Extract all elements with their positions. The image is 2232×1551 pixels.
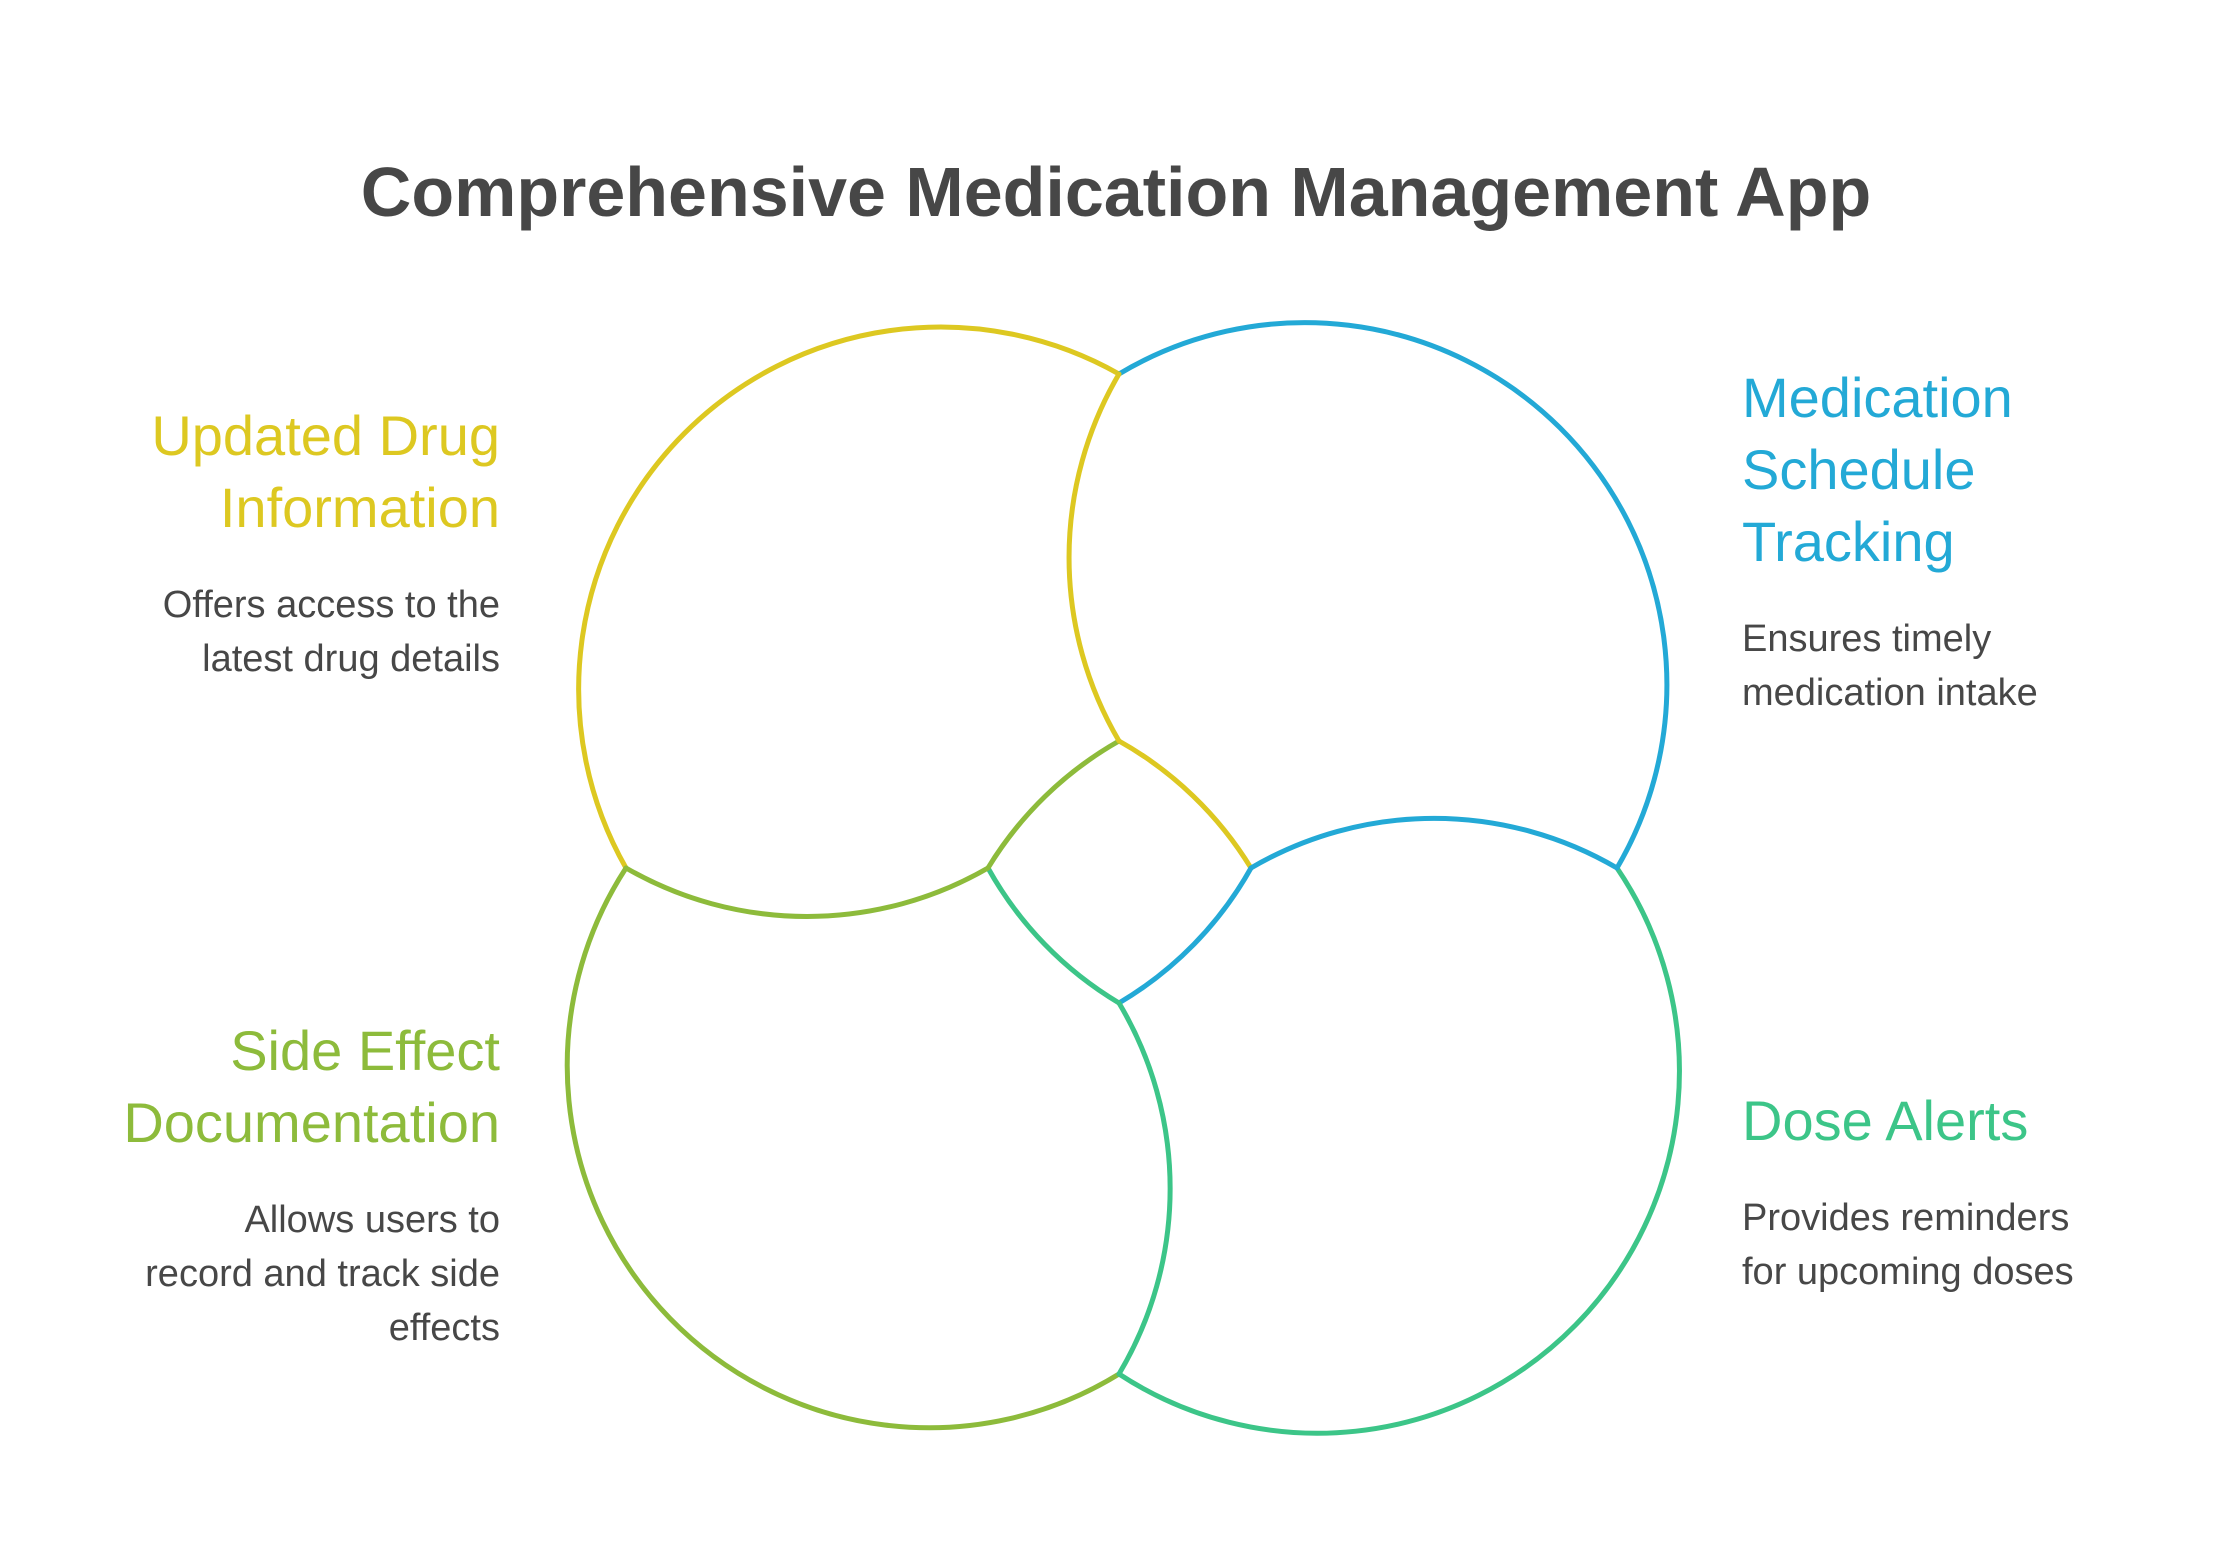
item-heading: Dose Alerts	[1742, 1089, 2029, 1152]
item-description: Provides reminders for upcoming doses	[1742, 1197, 2074, 1293]
ring-teal-over-arc	[1116, 1000, 1173, 1377]
ring-teal-inner-arc	[985, 865, 1122, 1006]
item-medication-schedule-tracking: Medication Schedule Tracking Ensures tim…	[1742, 362, 2212, 720]
item-description: Allows users to record and track side ef…	[145, 1199, 500, 1349]
ring-yellow-lower-arc	[576, 324, 1122, 871]
item-updated-drug-information: Updated Drug Information Offers access t…	[30, 400, 500, 686]
ring-olive-lower-arc	[564, 865, 1122, 1431]
item-description: Ensures timely medication intake	[1742, 618, 2038, 714]
item-dose-alerts: Dose Alerts Provides reminders for upcom…	[1742, 1085, 2212, 1299]
ring-blue-lower-arc	[1116, 320, 1670, 871]
ring-yellow-inner-arc	[1116, 738, 1254, 871]
item-heading: Side Effect Documentation	[123, 1019, 500, 1154]
ring-olive-inner-arc	[985, 738, 1122, 871]
ring-blue-over-arc	[1248, 815, 1620, 871]
item-side-effect-documentation: Side Effect Documentation Allows users t…	[30, 1015, 500, 1355]
item-description: Offers access to the latest drug details	[162, 584, 500, 680]
ring-yellow-over-arc	[1066, 371, 1122, 744]
ring-blue-inner-arc	[1116, 865, 1254, 1006]
ring-olive-over-arc	[623, 865, 991, 919]
ring-teal-lower-arc	[1116, 865, 1682, 1436]
page-title: Comprehensive Medication Management App	[360, 153, 1872, 231]
item-heading: Medication Schedule Tracking	[1742, 366, 2013, 573]
item-heading: Updated Drug Information	[151, 404, 500, 539]
